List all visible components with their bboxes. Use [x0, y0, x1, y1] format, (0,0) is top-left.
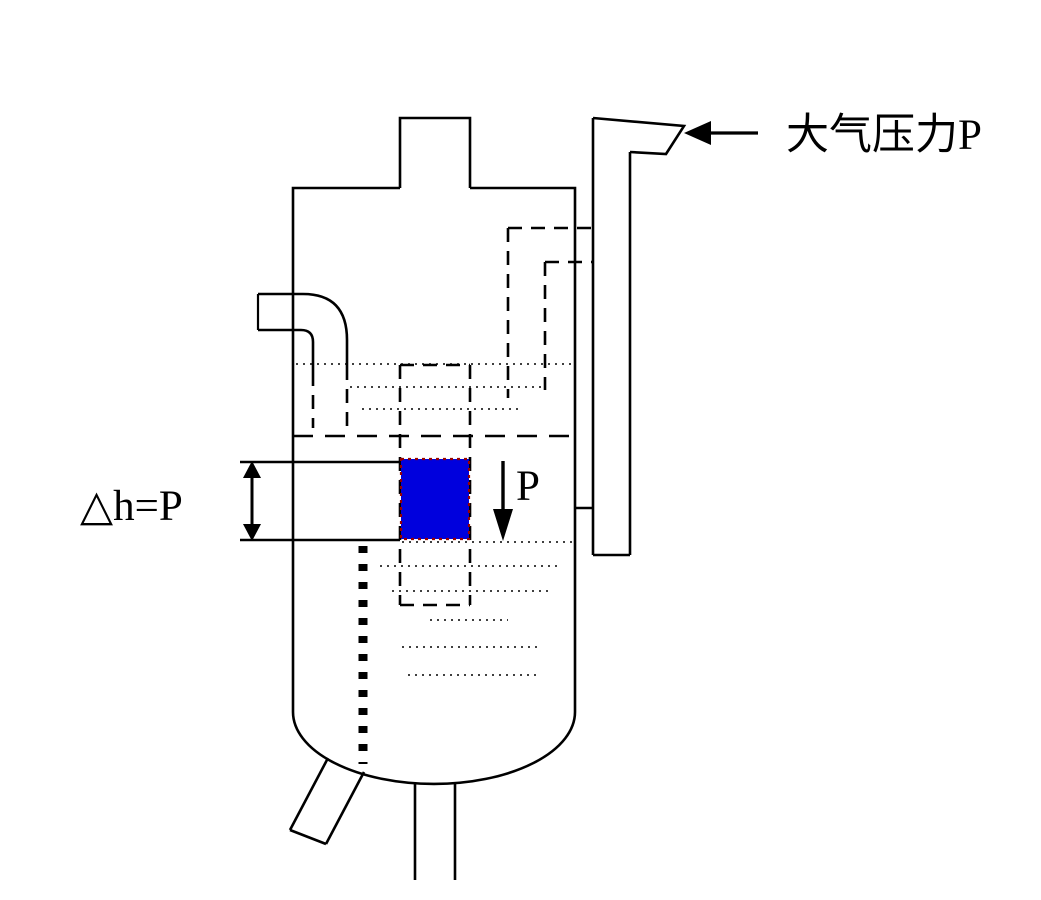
delta-h-arrow — [243, 461, 261, 541]
manometer-horizontal-pipe — [240, 460, 400, 542]
funnel-inlet — [592, 116, 687, 156]
vessel-wall-right — [470, 186, 577, 712]
pressure-down-arrow-icon — [493, 509, 513, 541]
float-square — [399, 457, 471, 541]
side-pipe-upper-wall — [288, 757, 330, 831]
delta-h-label: △h=P — [80, 483, 183, 530]
top-port-outline — [398, 116, 472, 188]
pressure-label: P — [516, 463, 540, 510]
standpipe — [575, 116, 687, 557]
top-port — [398, 116, 472, 188]
elbow-outer-wall — [258, 292, 349, 366]
up-arrow-icon — [243, 461, 261, 478]
internal-standpipe-dashed — [506, 226, 593, 398]
bottom-side-pipe — [288, 757, 366, 846]
bottom-drain-pipe — [413, 783, 457, 880]
inlet-elbow-pipe — [256, 292, 349, 428]
left-arrow-icon — [684, 121, 711, 145]
atmospheric-pressure-arrow — [684, 121, 758, 145]
liquid-level-dotted-lines — [296, 363, 572, 676]
vessel-wall-left — [291, 186, 400, 712]
atmospheric-pressure-label: 大气压力P — [786, 112, 982, 159]
vessel-outline — [291, 186, 577, 786]
elbow-inner-wall — [258, 328, 315, 372]
down-arrow-icon — [243, 524, 261, 541]
side-pipe-end-cap — [289, 828, 327, 846]
pressure-arrow — [493, 461, 513, 541]
vessel-bottom-arc — [291, 711, 577, 786]
side-pipe-lower-wall — [324, 771, 366, 845]
